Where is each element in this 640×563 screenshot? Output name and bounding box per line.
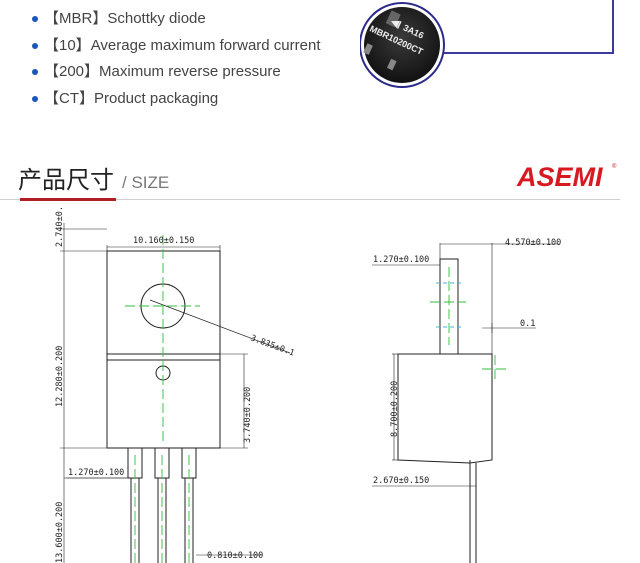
feature-item: 【CT】Product packaging bbox=[32, 86, 321, 113]
bullet-icon bbox=[32, 95, 38, 102]
front-body-outline bbox=[106, 353, 221, 449]
dim-lead-width: 0.810±0.100 bbox=[207, 551, 263, 561]
front-tab-outline bbox=[106, 250, 221, 355]
dim-side-gap: 0.1 bbox=[520, 319, 535, 329]
dim-body-height: 12.280±0.200 bbox=[55, 346, 65, 407]
dim-body-width: 10.160±0.150 bbox=[133, 236, 194, 246]
feature-item: 【MBR】Schottky diode bbox=[32, 6, 321, 33]
logo-text: ASEMI bbox=[516, 162, 603, 190]
dim-lead-length: 13.600±0.200 bbox=[55, 502, 65, 563]
dim-lead-spacing: 1.270±0.100 bbox=[68, 468, 124, 478]
asemi-logo: ASEMI ® bbox=[516, 162, 617, 190]
feature-list: 【MBR】Schottky diode 【10】Average maximum … bbox=[32, 6, 321, 112]
section-title: 产品尺寸 / SIZE bbox=[18, 160, 169, 195]
product-image-frame bbox=[440, 0, 614, 54]
registered-mark: ® bbox=[612, 163, 617, 170]
dim-side-height: 8.700±0.200 bbox=[390, 381, 400, 437]
dim-side-lead: 2.670±0.150 bbox=[373, 476, 429, 486]
feature-item: 【10】Average maximum forward current bbox=[32, 33, 321, 60]
dim-side-total: 4.570±0.100 bbox=[505, 238, 561, 248]
side-body-outline bbox=[397, 353, 493, 464]
section-divider bbox=[0, 199, 620, 200]
section-title-cn: 产品尺寸 bbox=[18, 166, 114, 194]
feature-item: 【200】Maximum reverse pressure bbox=[32, 59, 321, 86]
bullet-icon bbox=[32, 16, 38, 23]
product-chip-image: 3A16 MBR10200CT bbox=[360, 2, 445, 88]
dim-side-tab: 1.270±0.100 bbox=[373, 255, 429, 265]
section-title-en: / SIZE bbox=[122, 173, 170, 192]
bullet-icon bbox=[32, 42, 38, 49]
dim-window-height: 3.740±0.200 bbox=[243, 387, 253, 443]
bullet-icon bbox=[32, 69, 38, 76]
section-accent-bar bbox=[20, 198, 116, 201]
dim-top-tab: 2.740±0.150 bbox=[55, 205, 65, 247]
dim-hole-dia: 3.835±0.1 bbox=[249, 333, 296, 358]
dimension-drawing: 2.740±0.150 10.160±0.150 3.835±0.1 12.28… bbox=[55, 205, 561, 563]
